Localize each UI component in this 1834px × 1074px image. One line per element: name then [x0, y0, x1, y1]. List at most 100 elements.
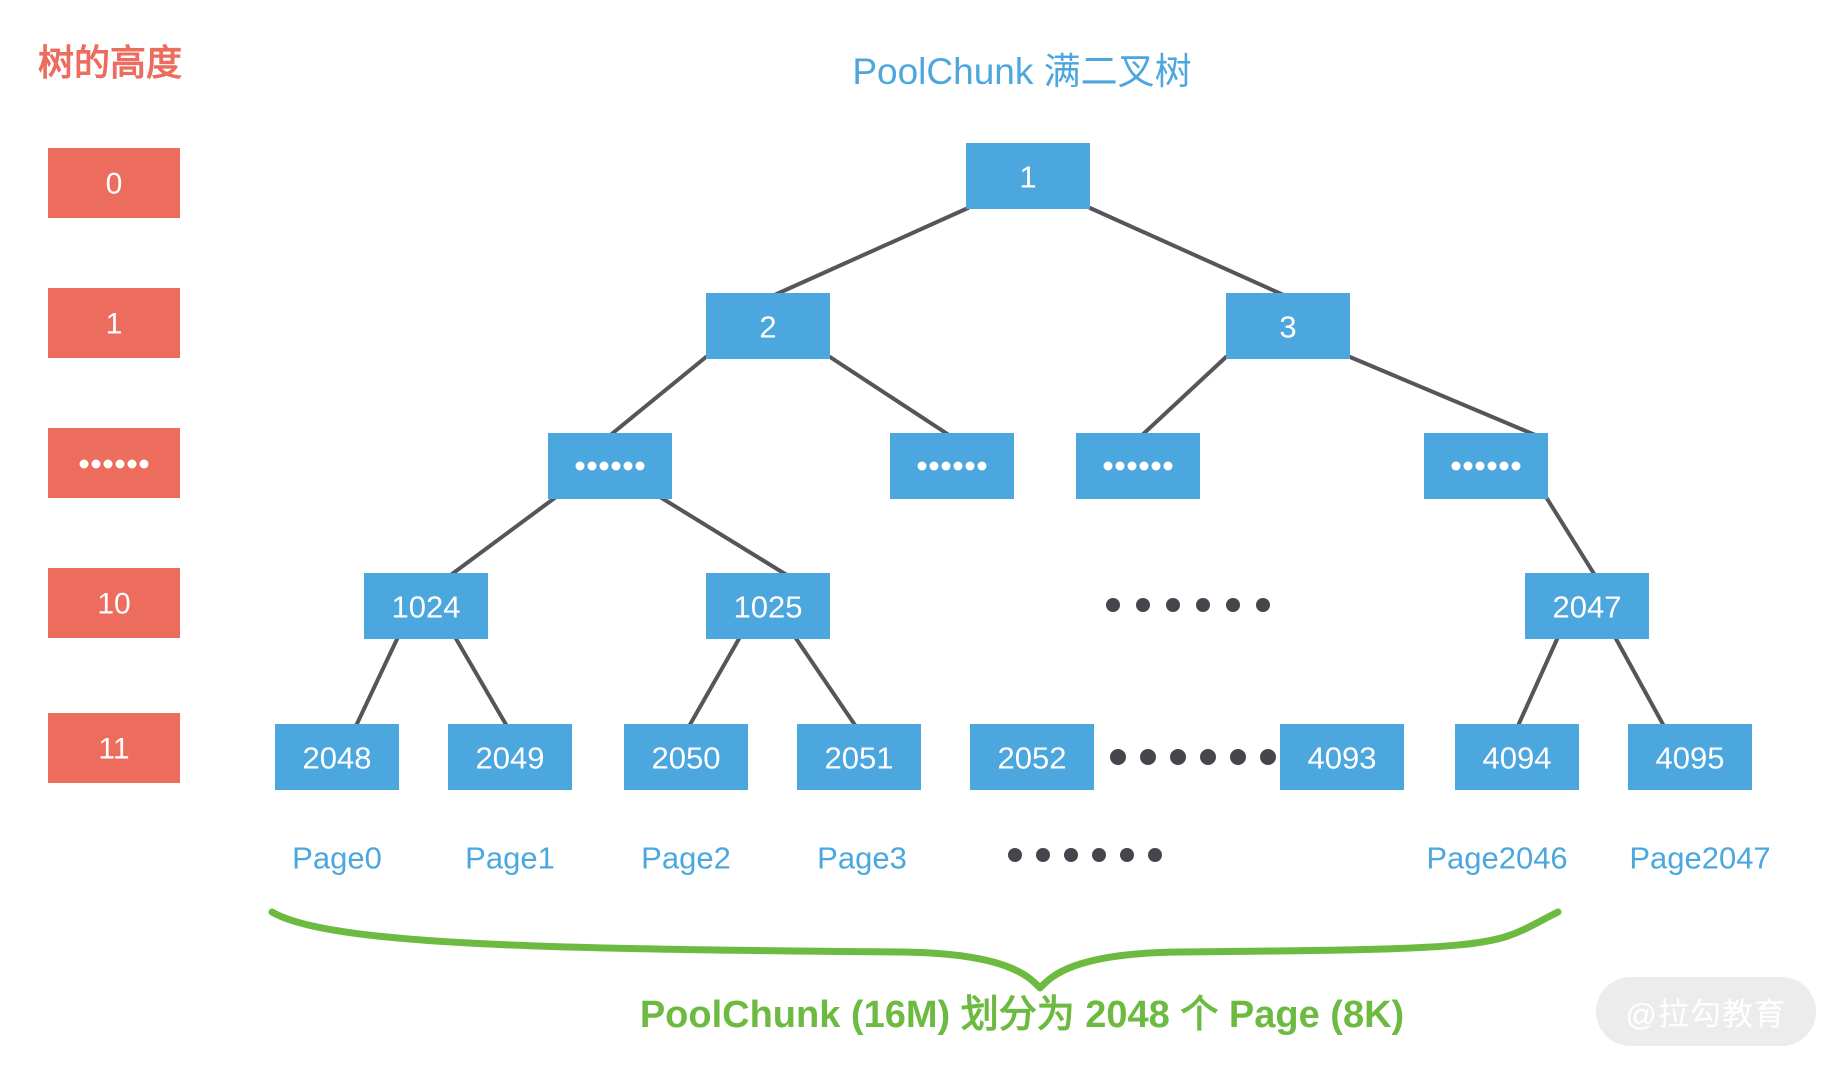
height-chip-11[interactable]: 11	[48, 713, 180, 783]
tree-node-4094-box	[1455, 724, 1579, 790]
bottom-caption: PoolChunk (16M) 划分为 2048 个 Page (8K)	[640, 994, 1404, 1036]
tree-node-2050-label: 2050	[652, 741, 721, 776]
height-chip-1-box	[48, 288, 180, 358]
tree-node-2051-label: 2051	[825, 741, 894, 776]
page-span-brace	[268, 908, 1562, 992]
tree-node-4095-label: 4095	[1656, 741, 1725, 776]
tree-node-1[interactable]: 1	[966, 143, 1090, 209]
tree-node-1025-box	[706, 573, 830, 639]
tree-node-2049-box	[448, 724, 572, 790]
tree-node-1024-label: 1024	[392, 590, 461, 625]
edge-1025-2050	[686, 635, 742, 730]
tree-node-2047[interactable]: 2047	[1525, 573, 1649, 639]
edge-3-r	[1348, 355, 1542, 439]
edge-3-l	[1138, 355, 1228, 439]
page-label-3: Page3	[817, 841, 907, 876]
height-chip-11-label: 11	[98, 733, 129, 766]
tree-node-4094[interactable]: 4094	[1455, 724, 1579, 790]
tree-edges	[353, 206, 1667, 730]
tree-node-2047-box	[1525, 573, 1649, 639]
edge-2047-4094	[1515, 635, 1560, 730]
tree-node-2049[interactable]: 2049	[448, 724, 572, 790]
tree-node-1025[interactable]: 1025	[706, 573, 830, 639]
tree-node-2048-label: 2048	[303, 741, 372, 776]
tree-node-ellipsis-c[interactable]	[1076, 433, 1200, 499]
tree-node-ellipsis-c-dots	[1103, 461, 1173, 471]
tree-node-2-label: 2	[759, 310, 776, 345]
height-chip-11-box	[48, 713, 180, 783]
tree-node-ellipsis-a[interactable]	[548, 433, 672, 499]
page-label-ellipsis-dots	[1008, 848, 1162, 862]
tree-node-2[interactable]: 2	[706, 293, 830, 359]
tree-node-ellipsis-a-box	[548, 433, 672, 499]
tree-node-1024-box	[364, 573, 488, 639]
tree-node-3-box	[1226, 293, 1350, 359]
height-chip-0[interactable]: 0	[48, 148, 180, 218]
page-label-2: Page2	[641, 841, 731, 876]
height-chip-ellipsis-dots	[79, 459, 149, 469]
tree-node-4095-box	[1628, 724, 1752, 790]
tree-node-ellipsis-b[interactable]	[890, 433, 1014, 499]
diagram-title: PoolChunk 满二叉树	[852, 51, 1191, 92]
tree-node-1024[interactable]: 1024	[364, 573, 488, 639]
edge-1-3	[1088, 206, 1290, 299]
tree-node-ellipsis-a-dots	[575, 461, 645, 471]
edge-lvl2a-1025	[658, 495, 792, 579]
tree-node-2052[interactable]: 2052	[970, 724, 1094, 790]
tree-node-2048-box	[275, 724, 399, 790]
tree-row11-ellipsis-dots	[1110, 749, 1276, 765]
page-label-2046: Page2046	[1426, 841, 1567, 876]
edge-1025-2051	[793, 635, 859, 730]
tree-row10-ellipsis-dots	[1106, 598, 1270, 612]
tree-node-ellipsis-d[interactable]	[1424, 433, 1548, 499]
tree-node-ellipsis-c-box	[1076, 433, 1200, 499]
tree-node-2-box	[706, 293, 830, 359]
edge-lvl2d-2047	[1544, 495, 1598, 579]
tree-node-1025-label: 1025	[734, 590, 803, 625]
tree-node-2051-box	[797, 724, 921, 790]
tree-node-2052-box	[970, 724, 1094, 790]
tree-node-4093-label: 4093	[1308, 741, 1377, 776]
tree-node-4093-box	[1280, 724, 1404, 790]
edge-2-l	[606, 355, 708, 439]
edge-1024-2048	[353, 635, 400, 730]
tree-node-2048[interactable]: 2048	[275, 724, 399, 790]
tree-node-4094-label: 4094	[1483, 741, 1552, 776]
height-axis-title: 树的高度	[38, 42, 182, 83]
height-chip-0-label: 0	[106, 168, 123, 201]
height-chip-10-label: 10	[97, 588, 130, 621]
page-label-1: Page1	[465, 841, 555, 876]
watermark-badge: @拉勾教育	[1595, 977, 1816, 1046]
page-label-2047: Page2047	[1629, 841, 1770, 876]
tree-node-2050-box	[624, 724, 748, 790]
height-chip-10[interactable]: 10	[48, 568, 180, 638]
height-chip-0-box	[48, 148, 180, 218]
tree-node-3[interactable]: 3	[1226, 293, 1350, 359]
tree-node-2052-label: 2052	[998, 741, 1067, 776]
height-chip-1[interactable]: 1	[48, 288, 180, 358]
edge-2-r	[828, 355, 954, 439]
tree-node-1-label: 1	[1019, 160, 1036, 195]
edge-lvl2a-1024	[446, 495, 558, 579]
height-chip-ellipsis[interactable]	[48, 428, 180, 498]
tree-node-2050[interactable]: 2050	[624, 724, 748, 790]
edge-1-2	[768, 206, 970, 299]
page-label-0: Page0	[292, 841, 382, 876]
tree-node-3-label: 3	[1279, 310, 1296, 345]
tree-node-2047-label: 2047	[1553, 590, 1622, 625]
height-level-chips: 0 1 10	[48, 148, 180, 783]
tree-node-ellipsis-b-dots	[917, 461, 987, 471]
height-chip-1-label: 1	[106, 308, 123, 341]
tree-node-ellipsis-d-dots	[1451, 461, 1521, 471]
tree-node-4095[interactable]: 4095	[1628, 724, 1752, 790]
tree-node-ellipsis-d-box	[1424, 433, 1548, 499]
edge-2047-4095	[1613, 635, 1667, 730]
edge-1024-2049	[453, 635, 510, 730]
tree-node-2051[interactable]: 2051	[797, 724, 921, 790]
height-chip-ellipsis-box	[48, 428, 180, 498]
tree-node-4093[interactable]: 4093	[1280, 724, 1404, 790]
height-chip-10-box	[48, 568, 180, 638]
tree-node-1-box	[966, 143, 1090, 209]
